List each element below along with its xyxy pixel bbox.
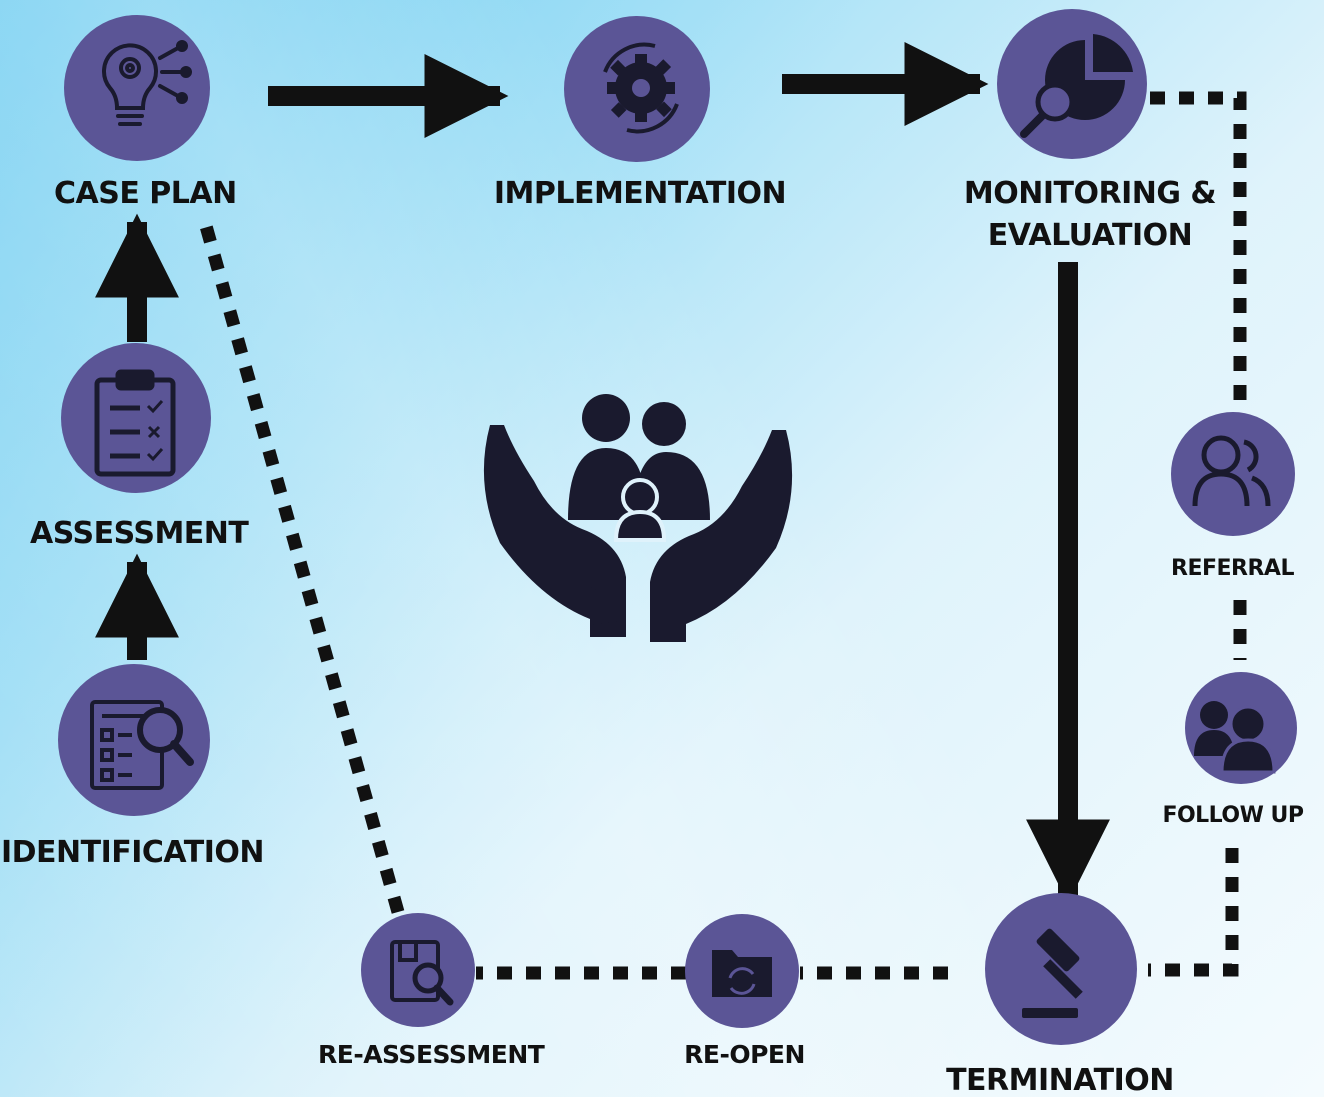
dashed-monitoring-to-referral	[1150, 91, 1247, 412]
node-case-plan	[64, 15, 210, 161]
lightbulb-gear-icon	[102, 40, 192, 126]
follow-up-label: FOLLOW UP	[1162, 803, 1304, 828]
identification-label: IDENTIFICATION	[0, 835, 265, 870]
node-termination	[985, 893, 1137, 1045]
clipboard-checklist-icon	[94, 369, 176, 477]
monitoring-label-line1: MONITORING &	[963, 176, 1217, 211]
magnifier-pie-chart-icon	[1020, 34, 1133, 138]
implementation-label: IMPLEMENTATION	[493, 176, 787, 211]
node-identification	[58, 664, 210, 816]
gavel-icon	[1022, 928, 1083, 1018]
dashed-connectors	[199, 91, 1247, 980]
book-search-icon	[390, 940, 454, 1006]
gear-cycle-icon	[603, 42, 679, 134]
monitoring-label-line2: EVALUATION	[987, 218, 1193, 253]
node-assessment	[61, 343, 211, 493]
family-in-hands-icon	[483, 394, 793, 642]
document-search-icon	[90, 700, 194, 790]
re-assessment-label: RE-ASSESSMENT	[318, 1040, 545, 1069]
people-group-icon	[1194, 701, 1276, 774]
people-outline-icon	[1192, 435, 1271, 507]
folder-refresh-icon	[712, 950, 772, 997]
flow-arrows	[95, 42, 1110, 904]
dashed-followup-to-termination	[1148, 848, 1239, 977]
dashed-reassessment-to-caseplan	[199, 224, 405, 914]
case-plan-label: CASE PLAN	[54, 176, 237, 211]
referral-label: REFERRAL	[1171, 556, 1294, 581]
termination-label: TERMINATION	[946, 1063, 1174, 1097]
re-open-label: RE-OPEN	[684, 1040, 805, 1069]
assessment-label: ASSESSMENT	[30, 516, 249, 551]
